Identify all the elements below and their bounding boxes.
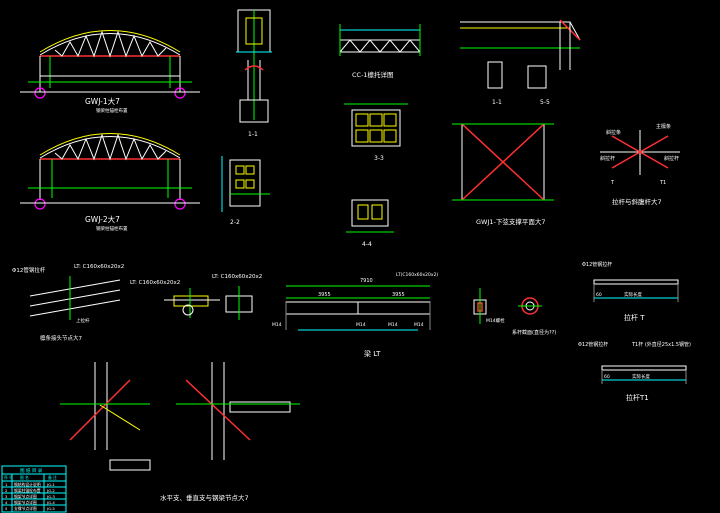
legend-col-1: 图 名 (20, 475, 29, 480)
section-2-2-detail: 2-2 (221, 156, 270, 226)
purlin-joint-detail: Φ12管钢拉杆 LT: C160x60x20x2 上拉杆 檩条接头节点大7 (12, 264, 124, 342)
legend-col-0: 序 号 (4, 475, 13, 480)
lower-brace-plan: GWJ1-下弦支撑平面大7 (452, 123, 554, 226)
lt-sections: LT: C160x60x20x2 LT: C160x60x20x2 (130, 274, 262, 320)
t-pipe-label: Φ12管钢拉杆 (582, 261, 612, 268)
gwj1-subtitle: 钢梁柱锚栓布置 (96, 107, 128, 114)
section-2-2-label: 2-2 (230, 219, 240, 226)
m14-c: M14 (388, 322, 398, 328)
legend-row-2-name: 钢架节点详图 (14, 494, 37, 499)
tie-detail: 斜拉条 主檩条 斜拉杆 斜拉杆 T T1 拉杆与斜腹杆大7 (600, 123, 680, 206)
legend-row-1-name: 钢梁柱锚栓布置 (14, 488, 41, 493)
tie-t1-detail: Φ12管钢拉杆 T1杆 (外直径25x1.5钢管) 60 实际长度 拉杆T1 (578, 341, 691, 402)
legend-row-0-note: JG-1 (46, 482, 55, 487)
section-3-3-label: 3-3 (374, 155, 384, 162)
legend-row-3-note: JG-4 (46, 500, 55, 505)
t-real: 实际长度 (624, 291, 642, 298)
col-section-label: 系杆截面(直径为??) (512, 329, 556, 336)
tie-t1-title: 拉杆T1 (626, 393, 649, 402)
legend-row-0-name: 钢结构设计说明 (14, 482, 41, 487)
legend-row-4-name: 支撑节点详图 (14, 506, 37, 511)
section-4-4-label: 4-4 (362, 241, 372, 248)
section-4-4-detail: 4-4 (346, 199, 394, 248)
lt1-label: LT: C160x60x20x2 (74, 264, 124, 270)
horiz-brace-title: 水平支、垂直支与钢梁节点大7 (160, 493, 249, 502)
m14-a: M14 (272, 322, 282, 328)
section-5-5-label: 5-5 (540, 99, 550, 106)
gwj2-subtitle: 钢梁柱锚栓布置 (96, 225, 128, 232)
gwj2-elevation: GWJ-2大7 钢梁柱锚栓布置 (20, 133, 200, 232)
tie-detail-title: 拉杆与斜腹杆大7 (612, 197, 662, 206)
tie-t-detail: Φ12管钢拉杆 60 实际长度 拉杆 T (582, 261, 679, 322)
lt-beam: 7910 3955 3955 LT(C160x60x20x2) M14 M14 … (272, 272, 438, 358)
pipe-a-label: Φ12管钢拉杆 (12, 266, 46, 274)
drawing-index-table: 图 纸 目 录 序 号 图 名 备 注 1 钢结构设计说明 JG-1 2 钢梁柱… (1, 465, 67, 513)
tie-t-title: 拉杆 T (624, 313, 645, 322)
top-purlin-label: 上拉杆 (76, 317, 90, 324)
nut-label: M14螺栓 (486, 317, 505, 324)
main-purlin-label: 主檩条 (656, 123, 671, 130)
t-sixty: 60 (596, 292, 602, 298)
tag-t: T (610, 180, 615, 186)
legend-row-1-note: JG-2 (46, 488, 55, 493)
legend-row-3-name: 钢架节点详图 (14, 500, 37, 505)
legend-row-2-no: 3 (5, 494, 8, 499)
legend-row-3-no: 4 (5, 500, 8, 505)
m14-d: M14 (414, 322, 424, 328)
m14-b: M14 (356, 322, 366, 328)
lt-dim-b: 3955 (392, 292, 405, 298)
cc1-detail: CC-1檩托详图 (339, 24, 421, 79)
bolt-detail: 系杆截面(直径为??) M14螺栓 (473, 288, 556, 336)
section-1-1b-label: 1-1 (492, 99, 502, 106)
tag-t1: T1 (659, 180, 666, 186)
lt-dim-a: 3955 (318, 292, 331, 298)
t1-sixty: 60 (604, 374, 610, 380)
section-3-3-detail: 3-3 (344, 103, 408, 162)
legend-row-4-note: JG-5 (46, 506, 55, 511)
legend-row-1-no: 2 (5, 488, 8, 493)
purlin-joint-title: 檩条接头节点大7 (40, 334, 83, 342)
side-b-label: 斜拉杆 (664, 155, 679, 162)
side-a-label: 斜拉杆 (600, 155, 615, 162)
oblique-label: 斜拉条 (606, 129, 621, 136)
lt-beam-title: 梁 LT (364, 349, 381, 358)
legend-row-4-no: 5 (5, 506, 8, 511)
section-5-5-detail: 1-1 5-5 (460, 19, 581, 106)
t1-pipe-label: Φ12管钢拉杆 (578, 341, 608, 348)
legend-row-0-no: 1 (5, 482, 8, 487)
t1-real: 实际长度 (632, 373, 650, 380)
column-detail-1-1: 1-1 (236, 9, 272, 138)
legend-row-2-note: JG-3 (46, 494, 55, 499)
t1-spec-label: T1杆 (外直径25x1.5钢管) (631, 341, 691, 348)
lt3-label: LT: C160x60x20x2 (212, 274, 262, 280)
lt-total-dim: 7910 (360, 278, 373, 284)
lt-top-label: LT(C160x60x20x2) (396, 272, 438, 278)
gwj2-title: GWJ-2大7 (85, 214, 120, 224)
lt2-label: LT: C160x60x20x2 (130, 280, 180, 286)
gwj1-elevation: GWJ-1大7 钢梁柱锚栓布置 (20, 30, 200, 114)
section-1-1-label: 1-1 (248, 131, 258, 138)
brace-node-left (60, 362, 151, 471)
brace-plan-title: GWJ1-下弦支撑平面大7 (476, 217, 546, 226)
legend-col-2: 备 注 (48, 475, 57, 480)
gwj1-title: GWJ-1大7 (85, 96, 120, 106)
brace-node-right: 水平支、垂直支与钢梁节点大7 (160, 362, 300, 502)
legend-header: 图 纸 目 录 (20, 467, 43, 474)
cc1-title: CC-1檩托详图 (352, 70, 394, 79)
